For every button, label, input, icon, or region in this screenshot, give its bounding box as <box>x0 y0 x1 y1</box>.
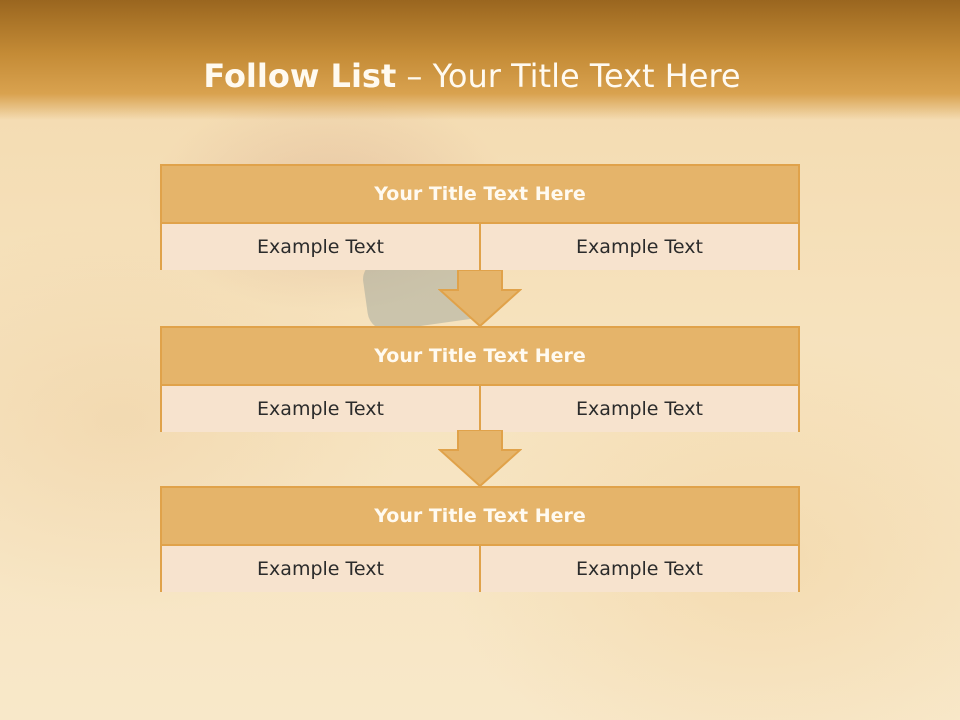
block-title: Your Title Text Here <box>162 166 798 224</box>
block-cell-left: Example Text <box>162 546 479 592</box>
block-cell-right: Example Text <box>479 224 798 270</box>
down-arrow-icon <box>438 430 522 488</box>
block-cell-left: Example Text <box>162 224 479 270</box>
block-title: Your Title Text Here <box>162 328 798 386</box>
slide-title-rest: – Your Title Text Here <box>396 57 741 95</box>
block-cell-right: Example Text <box>479 546 798 592</box>
slide-title: Follow List – Your Title Text Here <box>0 56 944 96</box>
block-cell-right: Example Text <box>479 386 798 432</box>
block-row: Example Text Example Text <box>162 386 798 432</box>
title-bar <box>0 0 960 120</box>
down-arrow-icon <box>438 270 522 328</box>
block-title: Your Title Text Here <box>162 488 798 546</box>
list-block-3: Your Title Text Here Example Text Exampl… <box>160 486 800 592</box>
slide-title-bold: Follow List <box>203 57 397 95</box>
block-row: Example Text Example Text <box>162 546 798 592</box>
list-block-2: Your Title Text Here Example Text Exampl… <box>160 326 800 432</box>
block-row: Example Text Example Text <box>162 224 798 270</box>
list-block-1: Your Title Text Here Example Text Exampl… <box>160 164 800 270</box>
block-cell-left: Example Text <box>162 386 479 432</box>
